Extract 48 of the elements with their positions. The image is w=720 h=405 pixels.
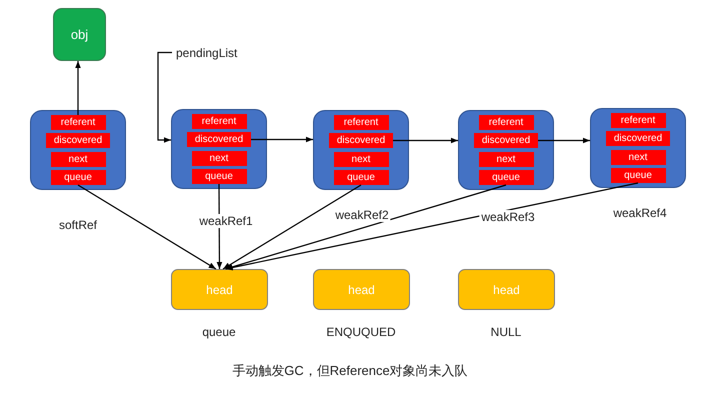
field-box: referent xyxy=(192,114,246,129)
arrow xyxy=(222,184,362,270)
reference-box xyxy=(590,108,686,188)
field-box: referent xyxy=(478,115,534,130)
field-box: next xyxy=(192,151,246,166)
reference-name: softRef xyxy=(57,218,99,232)
arrow xyxy=(157,52,172,143)
field-box: discovered xyxy=(606,131,670,146)
field-box: queue xyxy=(478,170,534,185)
reference-box xyxy=(171,109,267,189)
field-box: next xyxy=(478,152,534,167)
arrow xyxy=(75,61,81,115)
reference-name: weakRef4 xyxy=(611,206,669,220)
field-box: discovered xyxy=(474,133,538,148)
reference-box xyxy=(313,110,409,190)
object-box: obj xyxy=(53,8,106,61)
arrow xyxy=(538,138,590,144)
list-label: pendingList xyxy=(176,44,250,61)
field-box: referent xyxy=(50,115,106,130)
caption: 手动触发GC，但Reference对象尚未入队 xyxy=(230,362,470,380)
reference-name: weakRef1 xyxy=(197,214,255,228)
field-box: referent xyxy=(334,115,388,130)
field-box: queue xyxy=(192,169,246,184)
field-box: next xyxy=(50,152,106,167)
arrow xyxy=(225,184,506,270)
reference-box xyxy=(30,110,126,190)
field-box: next xyxy=(610,150,666,165)
field-box: queue xyxy=(334,170,388,185)
queue-name: NULL xyxy=(488,325,524,339)
queue-box: head xyxy=(458,269,555,310)
arrow xyxy=(251,136,313,142)
arrow xyxy=(225,182,638,270)
reference-box xyxy=(458,110,554,190)
field-box: queue xyxy=(610,168,666,183)
queue-name: ENQUQUED xyxy=(324,325,398,339)
queue-box: head xyxy=(313,269,410,310)
field-box: discovered xyxy=(187,132,251,147)
reference-name: weakRef2 xyxy=(333,208,391,222)
field-box: discovered xyxy=(46,133,110,148)
queue-box: head xyxy=(171,269,268,310)
field-box: discovered xyxy=(329,133,393,148)
arrow xyxy=(78,184,216,270)
reference-name: weakRef3 xyxy=(479,210,537,224)
arrow xyxy=(216,184,222,269)
field-box: next xyxy=(334,152,388,167)
field-box: referent xyxy=(610,113,666,128)
arrow xyxy=(393,138,458,144)
field-box: queue xyxy=(50,170,106,185)
